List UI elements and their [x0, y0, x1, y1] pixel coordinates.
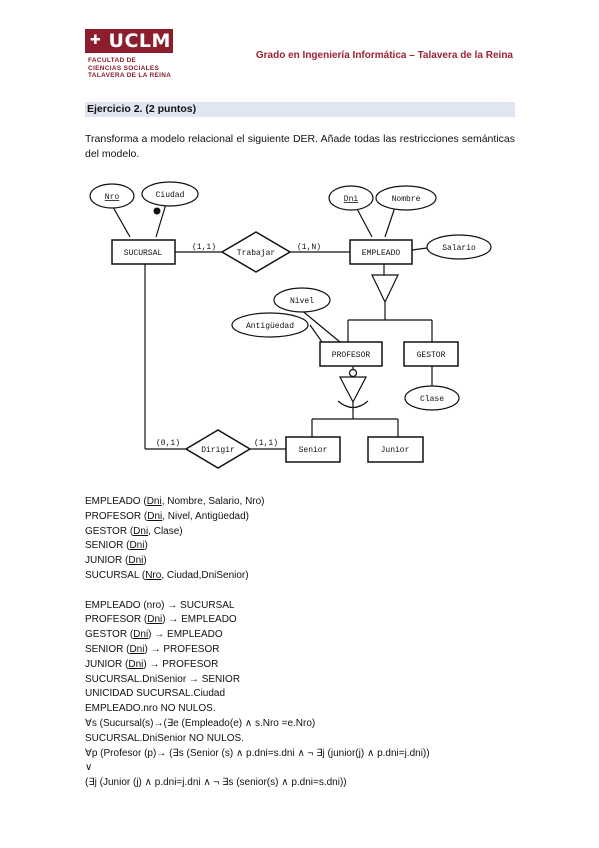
table-sucursal: SUCURSAL (Nro, Ciudad,DniSenior): [85, 569, 249, 581]
faculty-line: FACULTAD DE: [88, 57, 137, 64]
relational-model: EMPLEADO (Dni, Nombre, Salario, Nro) PRO…: [85, 495, 430, 791]
degree-title: Grado en Ingeniería Informática – Talave…: [255, 50, 513, 61]
table-profesor: PROFESOR (Dni, Nivel, Antigüedad): [85, 510, 249, 522]
rel-dirigir: Dirigir: [201, 446, 235, 455]
fk-junior-profesor: JUNIOR (Dni) → PROFESOR: [85, 658, 219, 670]
entity-profesor: PROFESOR: [332, 351, 371, 360]
entity-sucursal: SUCURSAL: [124, 249, 163, 258]
fk-sucursal-senior: SUCURSAL.DniSenior → SENIOR: [85, 673, 241, 685]
fk-gestor-empleado: GESTOR (Dni) → EMPLEADO: [85, 629, 223, 641]
unique-constraint: UNICIDAD SUCURSAL.Ciudad: [85, 688, 226, 700]
attr-dni: Dni: [344, 195, 359, 204]
attr-salario: Salario: [442, 244, 476, 253]
attr-antiguedad: Antigüedad: [246, 322, 294, 331]
rule-sucursal: ∀s (Sucursal(s)→(∃e (Empleado(e) ∧ s.Nro…: [85, 717, 316, 729]
table-senior: SENIOR (Dni): [85, 540, 148, 552]
rel-trabajar: Trabajar: [237, 249, 276, 258]
table-gestor: GESTOR (Dni, Clase): [85, 525, 183, 537]
attr-nombre: Nombre: [392, 195, 421, 204]
uclm-logo: ✚ UCLM: [85, 29, 173, 53]
table-junior: JUNIOR (Dni): [85, 555, 147, 567]
entity-empleado: EMPLEADO: [362, 249, 401, 258]
rule-junior: (∃j (Junior (j) ∧ p.dni=j.dni ∧ ¬ ∃s (se…: [85, 777, 347, 789]
faculty-name: FACULTAD DE CIENCIAS SOCIALES TALAVERA D…: [88, 57, 171, 80]
entity-gestor: GESTOR: [417, 351, 446, 360]
entity-senior: Senior: [299, 446, 328, 455]
card-dirigir-right: (1,1): [254, 439, 278, 448]
fk-senior-profesor: SENIOR (Dni) → PROFESOR: [85, 643, 220, 655]
logo-text: UCLM: [108, 30, 171, 52]
table-empleado: EMPLEADO (Dni, Nombre, Salario, Nro): [85, 496, 265, 507]
faculty-line: CIENCIAS SOCIALES: [88, 64, 160, 72]
faculty-line: TALAVERA DE LA REINA: [88, 72, 172, 80]
fk-profesor-empleado: PROFESOR (Dni) → EMPLEADO: [85, 614, 237, 626]
attr-nivel: Nivel: [290, 297, 314, 306]
not-null-sucursal: SUCURSAL.DniSenior NO NULOS.: [85, 732, 244, 744]
attr-ciudad: Ciudad: [156, 191, 185, 200]
card-trabajar-right: (1,N): [297, 243, 321, 252]
attr-nro: Nro: [105, 193, 120, 202]
logo-mark-icon: ✚: [90, 33, 102, 48]
or-symbol: ∨: [85, 762, 93, 774]
not-null-empleado: EMPLEADO.nro NO NULOS.: [85, 703, 216, 715]
er-diagram: Nro Ciudad Dni Nombre Salario Nivel Anti…: [89, 181, 492, 469]
card-trabajar-left: (1,1): [192, 243, 216, 252]
exercise-title: Ejercicio 2. (2 puntos): [87, 103, 197, 115]
fk-empleado-sucursal: EMPLEADO (nro) → SUCURSAL: [85, 599, 235, 611]
exercise-intro: Transforma a modelo relacional el siguie…: [85, 133, 515, 160]
rule-profesor: ∀p (Profesor (p)→ (∃s (Senior (s) ∧ p.dn…: [85, 747, 430, 759]
attr-clase: Clase: [420, 395, 444, 404]
entity-junior: Junior: [381, 446, 410, 455]
card-dirigir-left: (0,1): [156, 439, 180, 448]
exercise-header: Ejercicio 2. (2 puntos): [85, 102, 515, 117]
